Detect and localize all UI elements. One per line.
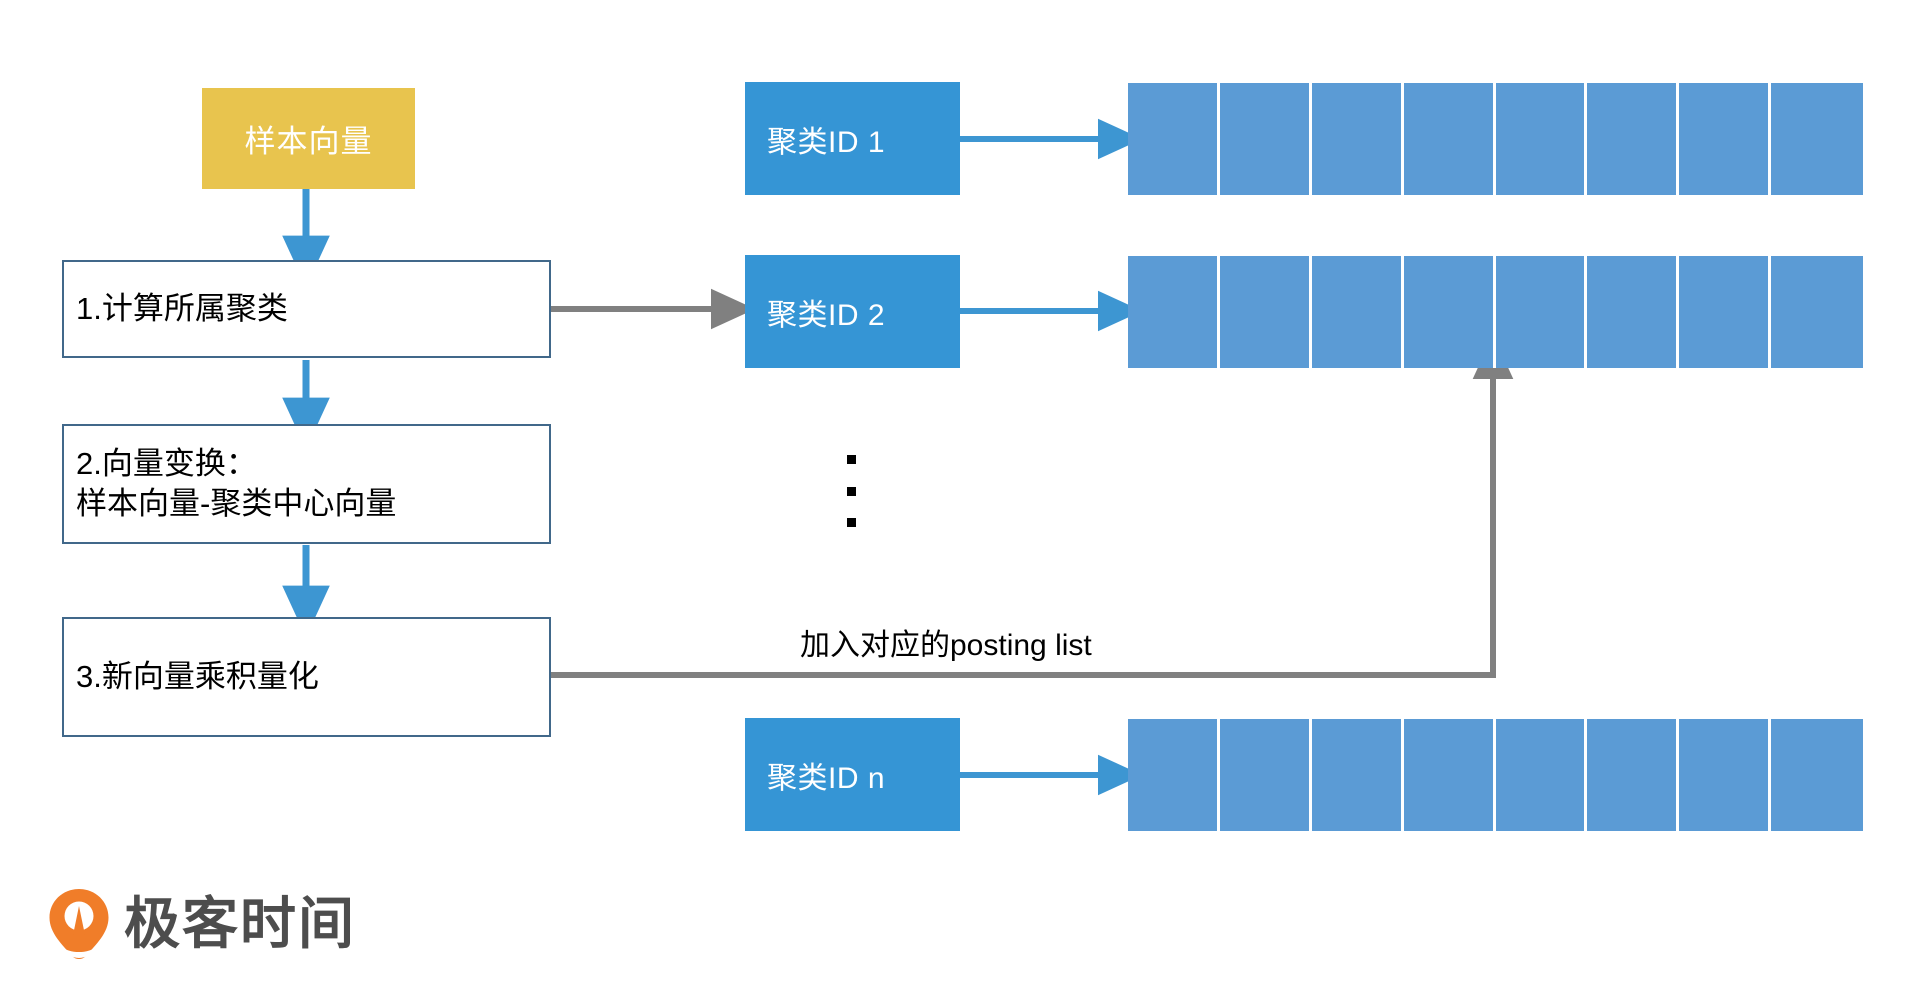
posting-cell[interactable] [1495, 83, 1588, 195]
step-node-2-label: 2.向量变换： 样本向量-聚类中心向量 [76, 445, 397, 521]
posting-cell[interactable] [1495, 256, 1588, 368]
posting-cell[interactable] [1219, 83, 1312, 195]
posting-cell[interactable] [1128, 719, 1220, 831]
posting-cell[interactable] [1587, 256, 1680, 368]
cluster-node-2-label: 聚类ID 2 [767, 298, 886, 332]
posting-list-annotation: 加入对应的posting list [800, 620, 1092, 664]
sample-vector-node[interactable]: 样本向量 [202, 88, 415, 189]
brand-logo: 极客时间 [48, 888, 356, 960]
posting-cell[interactable] [1403, 83, 1496, 195]
posting-cell[interactable] [1587, 83, 1680, 195]
step-node-2[interactable]: 2.向量变换： 样本向量-聚类中心向量 [62, 424, 551, 544]
cluster-node-n-label: 聚类ID n [767, 761, 886, 795]
cluster-node-n[interactable]: 聚类ID n [745, 718, 960, 831]
posting-cell[interactable] [1219, 256, 1312, 368]
posting-cell[interactable] [1771, 256, 1863, 368]
posting-cell[interactable] [1679, 256, 1772, 368]
cluster-node-2[interactable]: 聚类ID 2 [745, 255, 960, 368]
sample-vector-label: 样本向量 [244, 124, 373, 159]
cluster-node-1-label: 聚类ID 1 [767, 125, 886, 159]
posting-cell[interactable] [1679, 83, 1772, 195]
ellipsis-dot [846, 486, 856, 496]
posting-cell[interactable] [1771, 83, 1863, 195]
posting-cell[interactable] [1128, 256, 1220, 368]
geekbang-pin-logo-icon [49, 889, 109, 960]
posting-cell[interactable] [1495, 719, 1588, 831]
posting-cell[interactable] [1128, 83, 1220, 195]
posting-cell[interactable] [1403, 256, 1496, 368]
ellipsis-dot [846, 518, 856, 527]
step-node-3-label: 3.新向量乘积量化 [76, 658, 319, 694]
step-node-1[interactable]: 1.计算所属聚类 [62, 260, 551, 358]
posting-list-1[interactable] [1128, 83, 1863, 195]
posting-cell[interactable] [1311, 256, 1404, 368]
brand-logo-text: 极客时间 [124, 892, 356, 955]
posting-cell[interactable] [1587, 719, 1680, 831]
posting-cell[interactable] [1219, 719, 1312, 831]
posting-cell[interactable] [1403, 719, 1496, 831]
posting-list-2[interactable] [1128, 256, 1863, 368]
cluster-node-1[interactable]: 聚类ID 1 [745, 82, 960, 195]
posting-list-annotation-label: 加入对应的posting list [800, 629, 1092, 662]
posting-cell[interactable] [1771, 719, 1863, 831]
step-node-3[interactable]: 3.新向量乘积量化 [62, 617, 551, 737]
posting-list-n[interactable] [1128, 719, 1863, 831]
posting-cell[interactable] [1679, 719, 1772, 831]
posting-cell[interactable] [1311, 719, 1404, 831]
step-node-1-label: 1.计算所属聚类 [76, 290, 288, 326]
posting-cell[interactable] [1311, 83, 1404, 195]
ellipsis-dot [846, 455, 856, 464]
cluster-ellipsis-dots [845, 455, 857, 527]
